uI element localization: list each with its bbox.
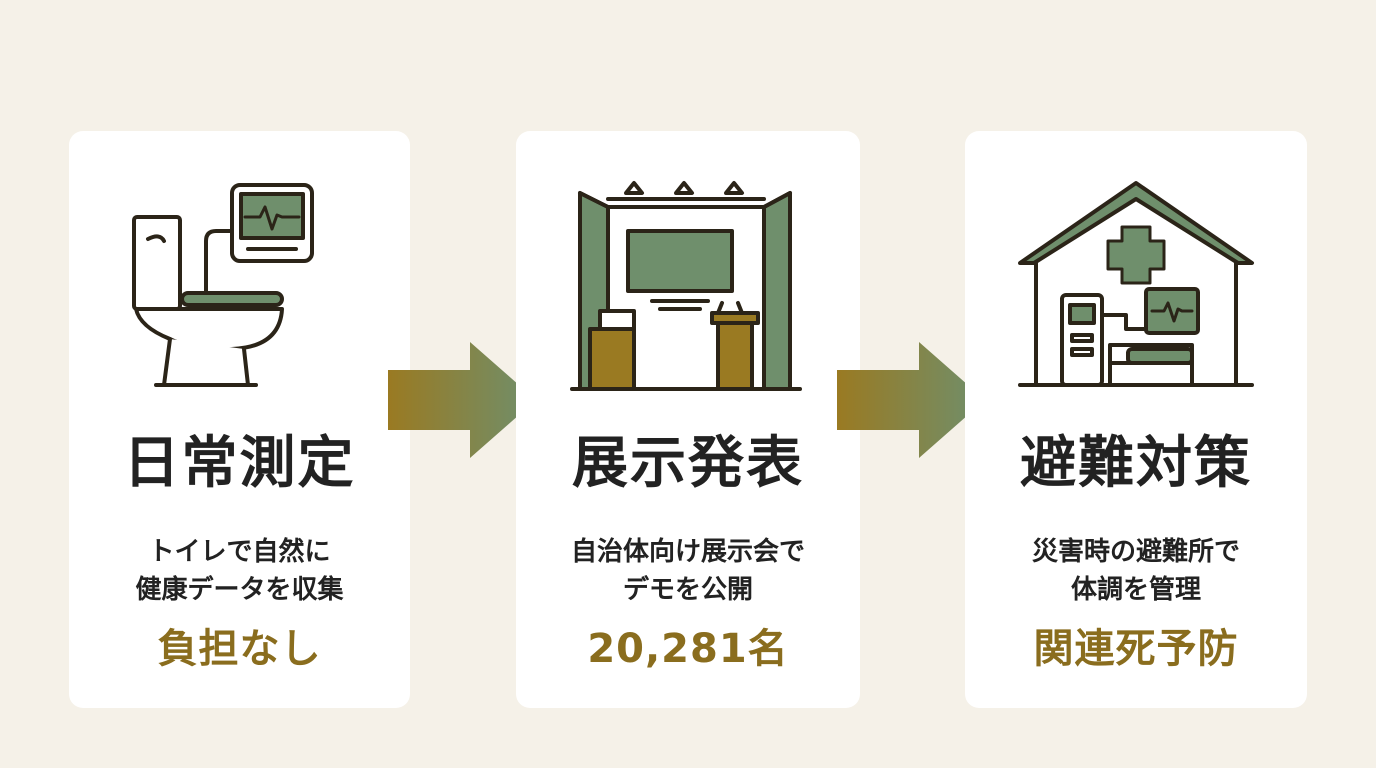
shelter-medical-icon (1018, 181, 1254, 387)
step-description-line: 自治体向け展示会で (570, 537, 805, 567)
exhibition-booth-icon (570, 181, 802, 391)
step-highlight: 関連死予防 (1033, 626, 1239, 672)
step-card-exhibition: 展示発表 自治体向け展示会で デモを公開 20,281名 (516, 131, 860, 708)
step-title: 日常測定 (123, 430, 356, 496)
step-highlight: 負担なし (157, 626, 322, 672)
step-description-line: 体調を管理 (1070, 575, 1201, 605)
arrow-right-icon (388, 342, 536, 458)
step-description: 災害時の避難所で 体調を管理 (965, 533, 1307, 609)
step-highlight: 20,281名 (587, 626, 789, 672)
step-title: 展示発表 (572, 430, 804, 496)
step-card-evacuation: 避難対策 災害時の避難所で 体調を管理 関連死予防 (965, 131, 1307, 708)
arrow-right-icon (837, 342, 985, 458)
step-title: 避難対策 (1020, 430, 1252, 496)
step-card-daily-measurement: 日常測定 トイレで自然に 健康データを収集 負担なし (69, 131, 410, 708)
step-description-line: 災害時の避難所で (1031, 537, 1240, 567)
step-description-line: 健康データを収集 (135, 575, 344, 605)
step-description: 自治体向け展示会で デモを公開 (516, 533, 860, 609)
step-description-line: デモを公開 (622, 575, 753, 605)
toilet-monitor-icon (131, 183, 314, 387)
step-description: トイレで自然に 健康データを収集 (69, 533, 410, 609)
step-description-line: トイレで自然に (148, 537, 331, 567)
